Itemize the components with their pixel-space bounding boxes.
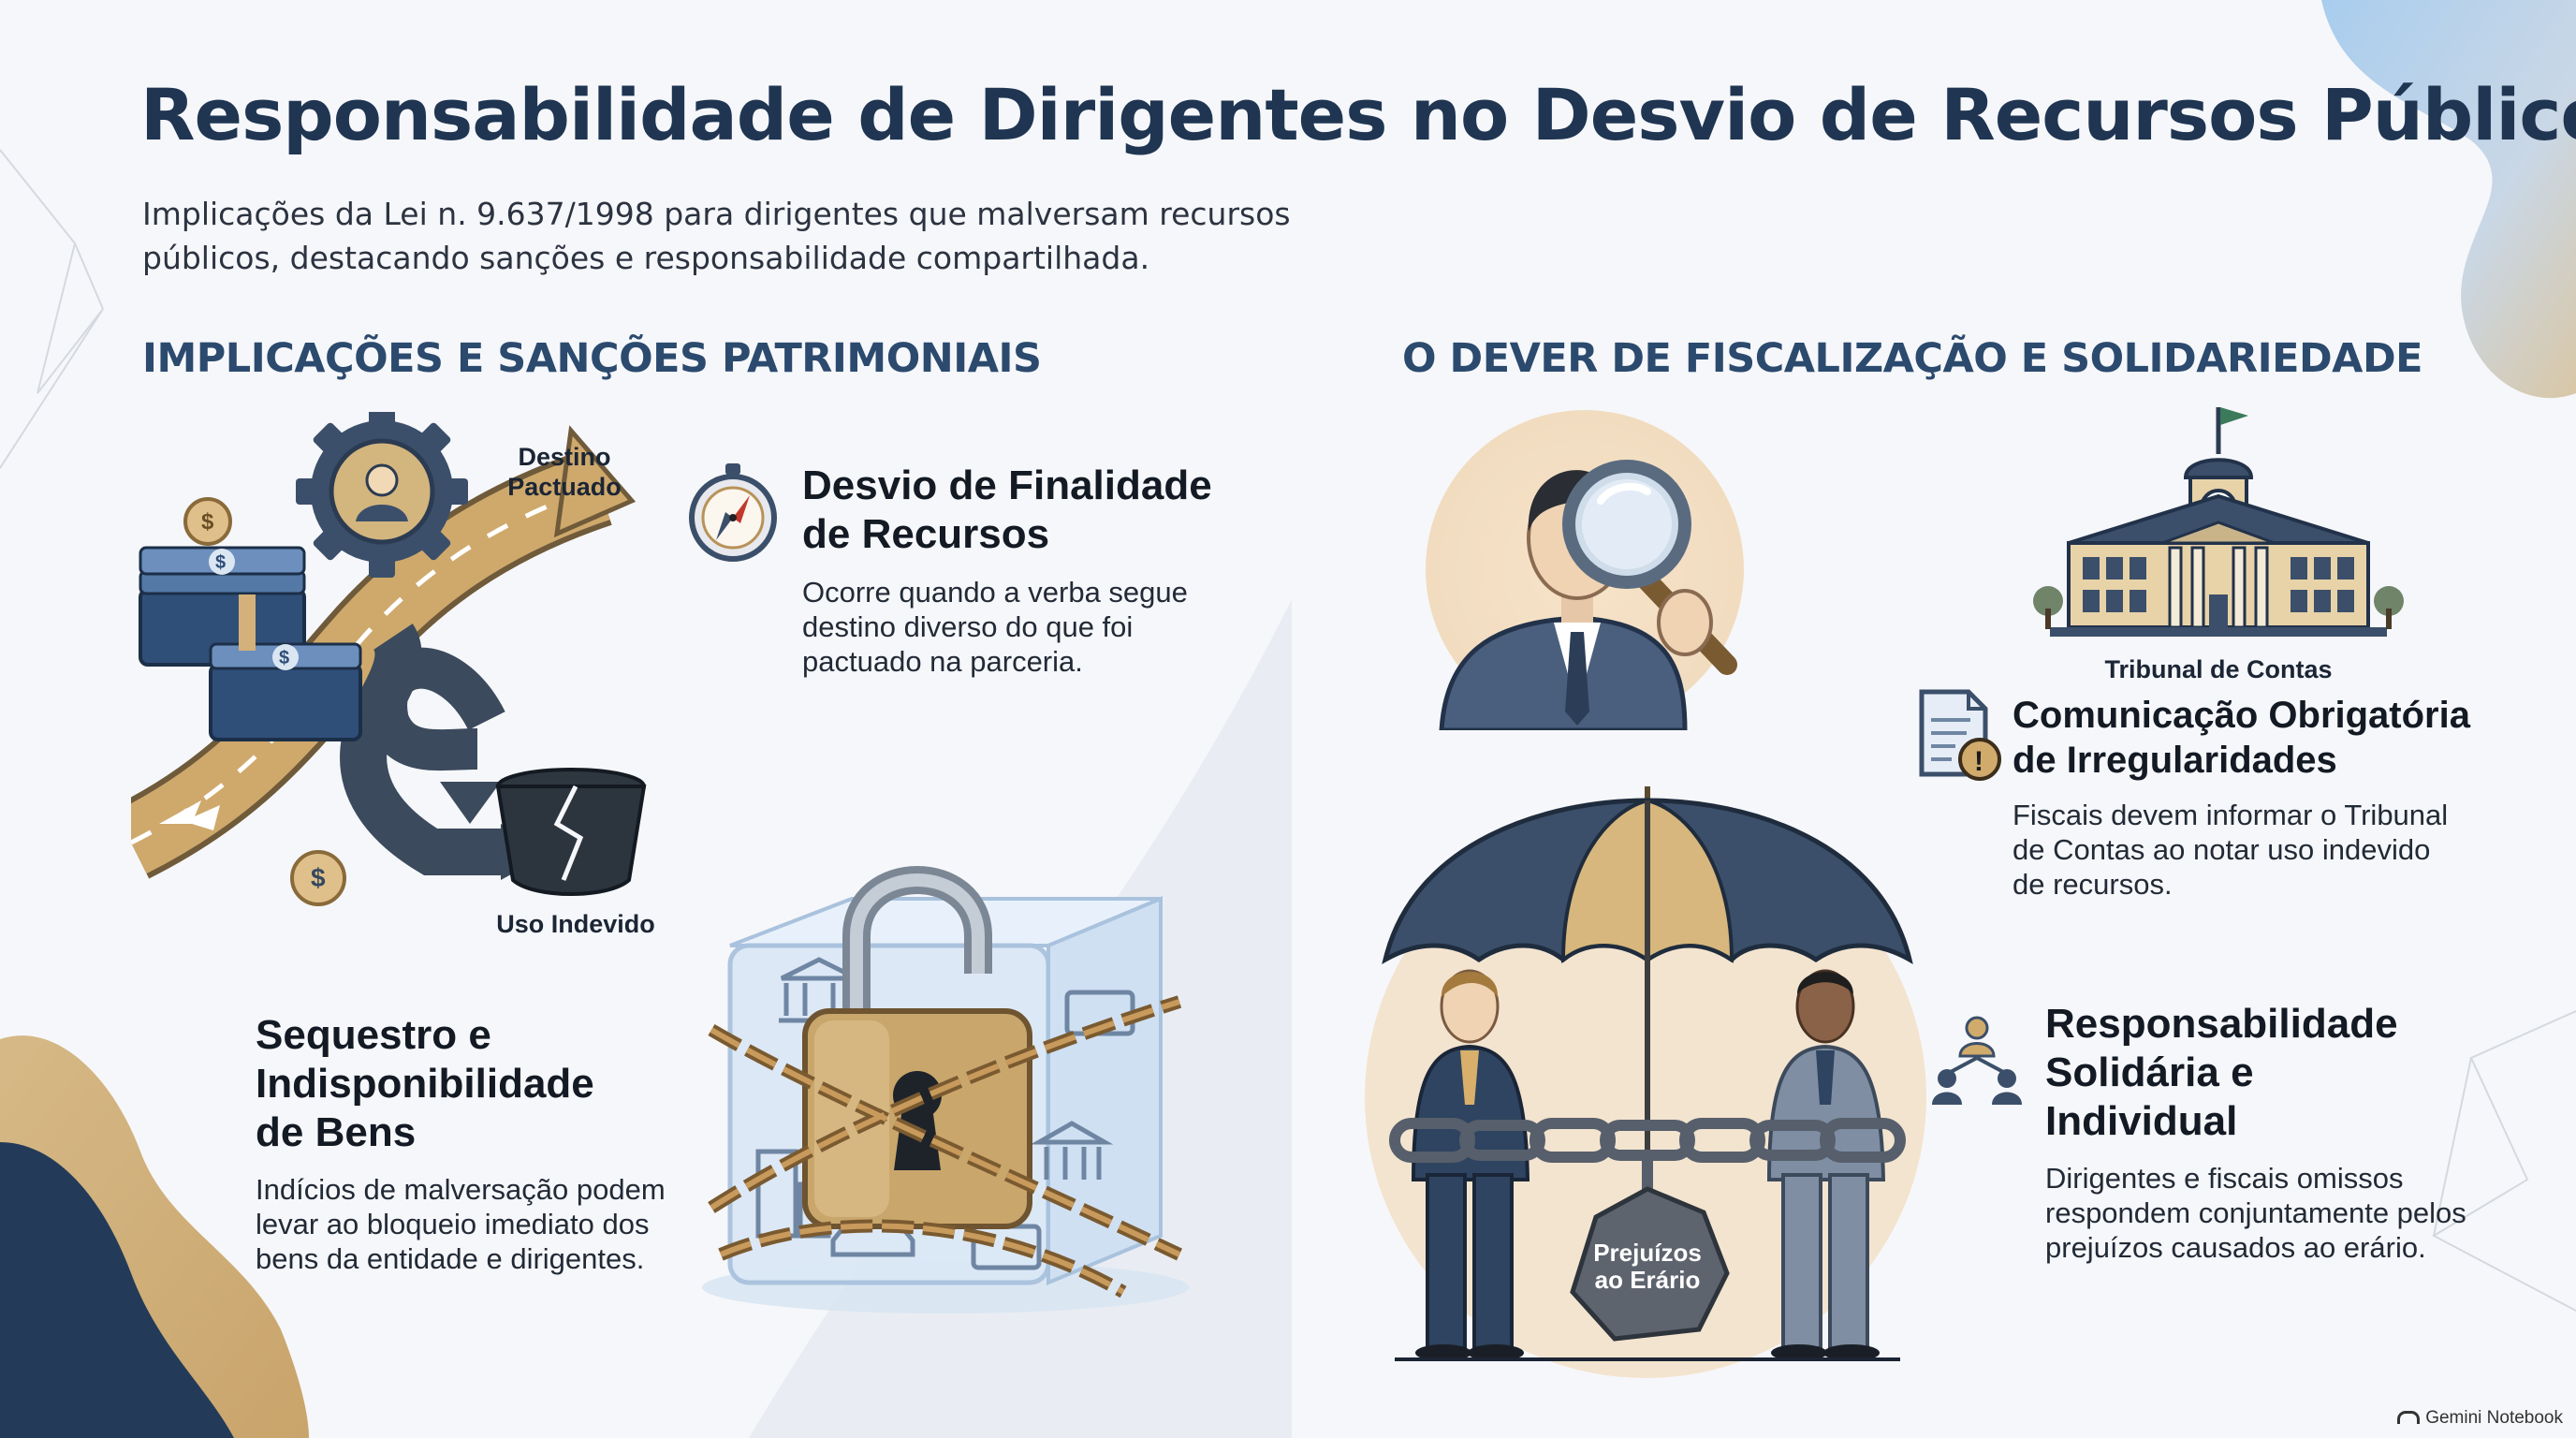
umbrella-icon (1382, 786, 1913, 1189)
desvio-text: Ocorre quando a verba segue destino dive… (802, 575, 1188, 679)
rock-icon (1570, 1186, 1730, 1342)
label-line: Destino (518, 443, 611, 471)
solidaria-text: Dirigentes e fiscais omissos respondem c… (2045, 1161, 2466, 1265)
uso-indevido-label: Uso Indevido (496, 910, 655, 938)
text-line: destino diverso do que foi (802, 610, 1134, 643)
brand-watermark: Gemini Notebook (2397, 1408, 2563, 1429)
padlock-icon (802, 1008, 1032, 1229)
subtitle-line: Implicações da Lei n. 9.637/1998 para di… (142, 196, 1291, 232)
comunicacao-title: Comunicação Obrigatória de Irregularidad… (2012, 693, 2470, 783)
chain-icon (1389, 1118, 1906, 1203)
diverted-road-illustration: $ $ $ $ (131, 412, 647, 906)
text-line: respondem conjuntamente pelos (2045, 1196, 2466, 1229)
frozen-assets-illustration (702, 866, 1189, 1313)
desvio-title: Desvio de Finalidade de Recursos (802, 462, 1212, 559)
text-line: Indícios de malversação podem (256, 1173, 666, 1206)
svg-text:$: $ (215, 552, 226, 573)
compass-icon (689, 463, 777, 562)
section-heading-right: O DEVER DE FISCALIZAÇÃO E SOLIDARIEDADE (1402, 335, 2423, 382)
section-heading-left: IMPLICAÇÕES E SANÇÕES PATRIMONIAIS (142, 335, 1042, 382)
text-line: levar ao bloqueio imediato dos (256, 1208, 650, 1240)
svg-text:$: $ (201, 509, 214, 535)
page-title: Responsabilidade de Dirigentes no Desvio… (140, 73, 2576, 156)
text-line: de recursos. (2012, 868, 2173, 901)
title-line: Desvio de Finalidade (802, 462, 1212, 508)
people-network-icon (1932, 1016, 2022, 1105)
svg-text:!: ! (1974, 746, 1983, 777)
text-line: Ocorre quando a verba segue (802, 576, 1188, 609)
svg-text:$: $ (279, 648, 289, 668)
title-line: Comunicação Obrigatória (2012, 695, 2470, 736)
dollar-coin-icon: $ (290, 850, 346, 906)
title-line: Solidária e (2045, 1049, 2254, 1095)
shared-liability-illustration (1382, 786, 1913, 1361)
label-line: Prejuízos (1593, 1239, 1702, 1267)
courthouse-icon (2033, 407, 2404, 637)
label-line: ao Erário (1594, 1266, 1701, 1294)
comunicacao-text: Fiscais devem informar o Tribunal de Con… (2012, 798, 2448, 902)
text-line: bens da entidade e dirigentes. (256, 1242, 645, 1275)
text-line: Fiscais devem informar o Tribunal (2012, 799, 2449, 831)
title-line: Responsabilidade (2045, 1001, 2398, 1047)
title-line: de Irregularidades (2012, 740, 2337, 781)
tribunal-label: Tribunal de Contas (2104, 655, 2333, 683)
magnifier-icon (1562, 460, 1737, 675)
title-line: de Bens (256, 1109, 417, 1155)
svg-text:$: $ (311, 863, 326, 892)
inspector-magnifier-illustration (1439, 460, 1737, 730)
title-line: de Recursos (802, 511, 1050, 557)
label-line: Pactuado (507, 473, 622, 501)
text-line: Dirigentes e fiscais omissos (2045, 1162, 2404, 1195)
brand-name: Gemini Notebook (2425, 1408, 2563, 1428)
page-subtitle: Implicações da Lei n. 9.637/1998 para di… (142, 192, 1359, 280)
title-line: Individual (2045, 1098, 2238, 1144)
text-line: pactuado na parceria. (802, 645, 1083, 678)
sequestro-title: Sequestro e Indisponibilidade de Bens (256, 1011, 594, 1157)
text-line: de Contas ao notar uso indevido (2012, 833, 2431, 866)
title-line: Sequestro e (256, 1012, 491, 1058)
brand-logo-icon (2397, 1411, 2421, 1424)
subtitle-line: públicos, destacando sanções e responsab… (142, 240, 1150, 276)
warning-document-icon: ! (1919, 689, 2001, 781)
text-line: prejuízos causados ao erário. (2045, 1231, 2426, 1264)
title-line: Indisponibilidade (256, 1061, 594, 1107)
sequestro-text: Indícios de malversação podem levar ao b… (256, 1172, 666, 1276)
solidaria-title: Responsabilidade Solidária e Individual (2045, 1000, 2398, 1146)
destino-pactuado-label: Destino Pactuado (466, 442, 663, 502)
rock-label: Prejuízos ao Erário (1554, 1240, 1741, 1294)
gear-person-icon (296, 412, 468, 578)
dollar-coin-icon: $ (183, 497, 232, 546)
